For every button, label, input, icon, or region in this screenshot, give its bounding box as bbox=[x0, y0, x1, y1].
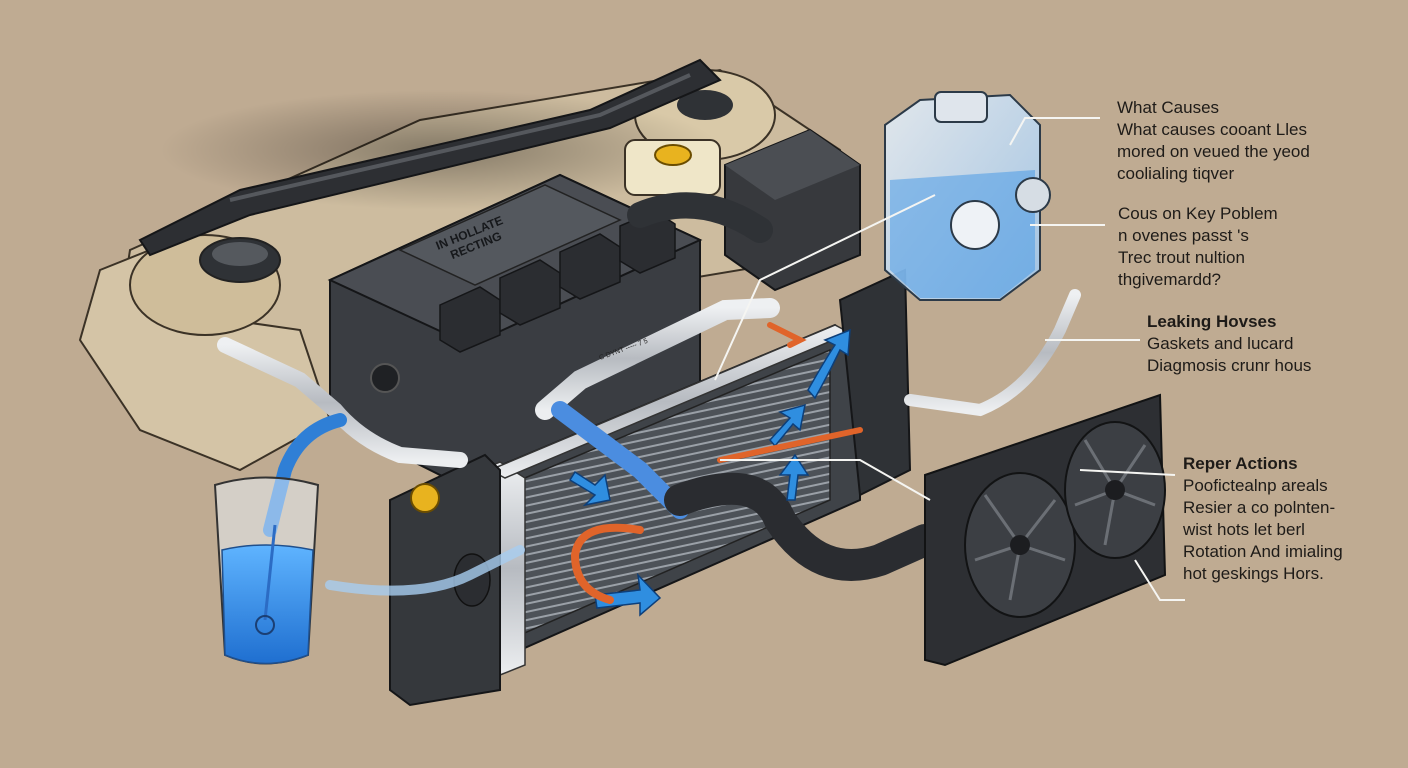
callout-line: Trec trout nultion bbox=[1118, 248, 1245, 267]
callout-title: What Causes bbox=[1117, 98, 1220, 117]
callout-line: Diagmosis crunr hous bbox=[1147, 356, 1312, 375]
callout-key-problem: Cous on Key Poblem n ovenes passt 's Tre… bbox=[1118, 203, 1278, 291]
air-intake-tube bbox=[627, 192, 773, 243]
callout-line: Resier a co polnten- bbox=[1183, 498, 1336, 517]
callout-line: Rotation And imialing bbox=[1183, 542, 1343, 561]
callout-what-causes: What Causes What causes cooant Lles more… bbox=[1117, 97, 1310, 185]
callout-title: Reper Actions bbox=[1183, 454, 1298, 473]
callout-line: thgivemardd? bbox=[1118, 270, 1222, 289]
callout-line: What causes cooant Lles bbox=[1117, 120, 1307, 139]
callout-line: mored on veued the yeod bbox=[1117, 142, 1310, 161]
callout-title: Leaking Hovses bbox=[1147, 312, 1277, 331]
callout-leader-lines bbox=[714, 117, 1185, 601]
hood-crossmember bbox=[138, 58, 722, 257]
flow-arrow-icon bbox=[568, 470, 611, 507]
brake-fluid-reservoir bbox=[624, 139, 721, 196]
coolant-reservoir-icon bbox=[884, 91, 1051, 301]
battery bbox=[724, 128, 861, 292]
coolant-glass-icon bbox=[213, 476, 320, 665]
callout-line: wist hots let berl bbox=[1183, 520, 1305, 539]
flow-arrow-icon bbox=[594, 572, 662, 617]
callout-line: n ovenes passt 's bbox=[1118, 226, 1249, 245]
engine-block: IN HOLLATE RECTING bbox=[327, 173, 703, 492]
cooling-fan-icon bbox=[924, 393, 1167, 667]
callout-line: hot geskings Hors. bbox=[1183, 564, 1324, 583]
callout-leaking-hoses: Leaking Hovses Gaskets and lucard Diagmo… bbox=[1147, 311, 1311, 377]
flow-arrow-icon bbox=[769, 403, 806, 448]
callout-line: Poofictealnp areals bbox=[1183, 476, 1328, 495]
coolant-flow-arrows bbox=[568, 322, 863, 617]
flow-arrow-icon bbox=[807, 328, 851, 400]
flow-arrow-icon bbox=[778, 453, 810, 501]
callout-line: coolialing tiqver bbox=[1117, 164, 1235, 183]
callout-title: Cous on Key Poblem bbox=[1118, 204, 1278, 223]
callout-line: Gaskets and lucard bbox=[1147, 334, 1294, 353]
callout-repair-actions: Reper Actions Poofictealnp areals Resier… bbox=[1183, 453, 1343, 585]
